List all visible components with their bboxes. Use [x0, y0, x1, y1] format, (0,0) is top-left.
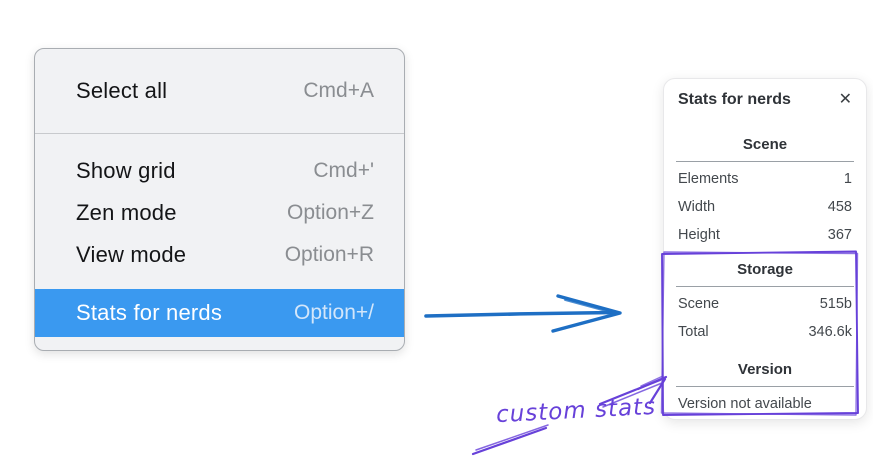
version-section-heading: Version — [737, 361, 793, 378]
stat-label: Total — [678, 324, 709, 340]
menu-item-label: View mode — [76, 242, 187, 267]
menu-item-label: Select all — [76, 78, 168, 103]
menu-item-shortcut: Option+R — [284, 243, 374, 266]
stats-panel-title: Stats for nerds — [678, 91, 791, 108]
stat-label: Height — [678, 227, 720, 243]
blue-arrow — [424, 294, 622, 333]
menu-item-show-grid[interactable]: Show grid Cmd+' — [35, 150, 404, 192]
stats-panel-header: Stats for nerds ✕ — [678, 91, 852, 109]
menu-item-label: Zen mode — [76, 200, 177, 225]
menu-item-label: Show grid — [76, 158, 176, 183]
menu-item-shortcut: Cmd+A — [303, 79, 374, 102]
stat-row-total-size: Total 346.6k — [678, 318, 852, 346]
section-divider — [676, 386, 854, 387]
stat-value: 1 — [843, 171, 852, 187]
stat-label: Scene — [678, 296, 720, 312]
menu-group: Show grid Cmd+' Zen mode Option+Z View m… — [35, 134, 404, 337]
menu-item-select-all[interactable]: Select all Cmd+A — [35, 49, 404, 133]
scene-section-rows: Elements 1 Width 458 Height 367 — [678, 165, 852, 249]
storage-section-heading: Storage — [737, 261, 793, 278]
section-divider — [676, 286, 854, 287]
menu-item-shortcut: Option+/ — [294, 301, 374, 324]
menu-item-stats-for-nerds[interactable]: Stats for nerds Option+/ — [35, 289, 404, 337]
custom-stats-annotation: custom stats — [495, 393, 657, 429]
menu-item-shortcut: Option+Z — [287, 201, 374, 224]
stat-row-width: Width 458 — [678, 193, 852, 221]
version-note: Version not available — [678, 396, 812, 412]
menu-spacer — [35, 276, 404, 289]
stat-row-height: Height 367 — [678, 221, 852, 249]
storage-section-rows: Scene 515b Total 346.6k — [678, 290, 852, 346]
stats-panel: Stats for nerds ✕ Scene Elements 1 Width… — [663, 78, 867, 420]
menu-item-view-mode[interactable]: View mode Option+R — [35, 234, 404, 276]
stat-label: Width — [678, 199, 716, 215]
menu-item-label: Stats for nerds — [76, 300, 223, 325]
context-menu: Select all Cmd+A Show grid Cmd+' Zen mod… — [34, 48, 405, 351]
stat-value: 367 — [827, 227, 852, 243]
section-divider — [676, 161, 854, 162]
scene-section-heading: Scene — [742, 136, 788, 153]
menu-item-shortcut: Cmd+' — [313, 159, 374, 182]
stat-row-scene-size: Scene 515b — [678, 290, 852, 318]
stat-row-elements: Elements 1 — [678, 165, 852, 193]
stat-value: 346.6k — [808, 324, 852, 340]
stat-value: 458 — [827, 199, 852, 215]
menu-separator — [35, 133, 404, 134]
purple-annotation-arrow — [471, 375, 668, 456]
stat-label: Elements — [678, 171, 739, 187]
menu-item-zen-mode[interactable]: Zen mode Option+Z — [35, 192, 404, 234]
close-icon[interactable]: ✕ — [838, 91, 852, 108]
stat-value: 515b — [819, 296, 852, 312]
